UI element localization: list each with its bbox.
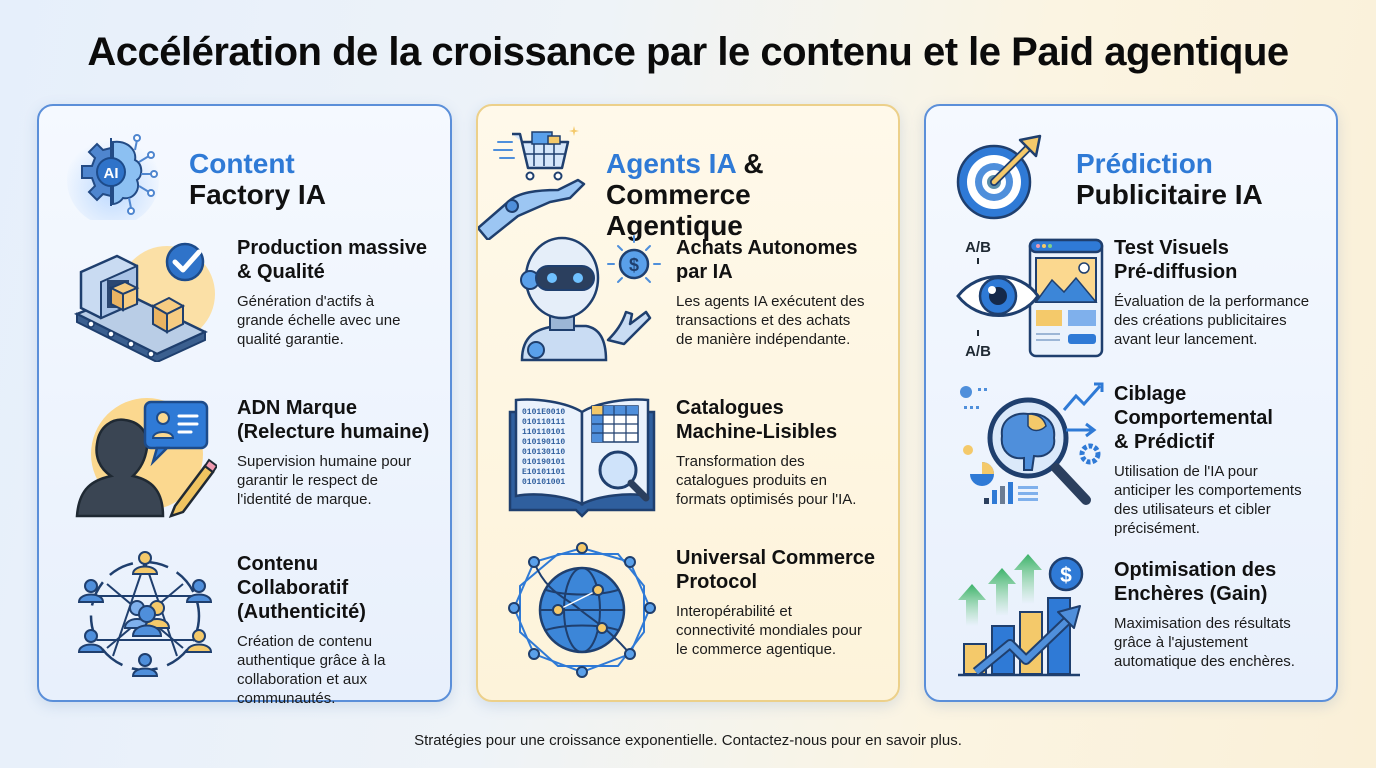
community-network-icon (67, 548, 217, 678)
column-title-dark: Commerce Agentique (606, 179, 751, 241)
column-title: Content Factory IA (189, 148, 326, 210)
column-title-accent: Agents IA (606, 148, 736, 179)
feature-title: Production massive & Qualité (237, 237, 428, 283)
column-title-ampersand: & (735, 148, 764, 179)
svg-text:010130110: 010130110 (522, 448, 565, 457)
feature-title: Catalogues Machine-Lisibles (676, 397, 838, 443)
svg-text:$: $ (1060, 564, 1072, 587)
feature-title: Optimisation des Enchères (Gain) (1114, 559, 1277, 605)
svg-text:010110111: 010110111 (522, 418, 565, 427)
globe-network-icon (506, 542, 656, 678)
feature-brand-dna: ADN Marque (Relecture humaine) Supervisi… (57, 392, 440, 542)
svg-text:010101001: 010101001 (522, 478, 565, 487)
conveyor-belt-boxes-icon (67, 232, 217, 362)
feature-description: Utilisation de l'IA pour anticiper les c… (1114, 463, 1302, 537)
growth-bars-dollar-icon: $ (954, 554, 1104, 684)
feature-bid-optimization: $ Optimisation des Enchères (Gain) Maxim… (944, 554, 1326, 704)
svg-text:010190110: 010190110 (522, 438, 565, 447)
feature-text: Test Visuels Pré-diffusion Évaluation de… (1114, 236, 1320, 349)
robot-dollar-icon: $ (506, 232, 661, 362)
card-agentic-commerce: Agents IA & Commerce Agentique $ (476, 104, 900, 702)
feature-description: Interopérabilité et connectivité mondial… (676, 603, 862, 658)
feature-description: Les agents IA exécutent des transactions… (676, 293, 865, 348)
card-content-factory: AI Content Factory IA (37, 104, 452, 707)
feature-title: Achats Autonomes par IA (676, 237, 858, 283)
svg-text:A/B: A/B (965, 239, 991, 256)
feature-text: Contenu Collaboratif (Authenticité) Créa… (237, 552, 434, 708)
page-title: Accélération de la croissance par le con… (87, 30, 1289, 74)
feature-description: Évaluation de la performance des créatio… (1114, 293, 1310, 348)
card-header: Prédiction Publicitaire IA (944, 120, 1326, 220)
feature-description: Transformation des catalogues produits e… (676, 453, 857, 508)
feature-visual-tests: A/B A/B Test Visuels Pré-diffusion (944, 232, 1326, 382)
eye-ab-test-icon: A/B A/B (954, 232, 1104, 362)
feature-text: Optimisation des Enchères (Gain) Maximis… (1114, 558, 1320, 671)
feature-production: Production massive & Qualité Génération … (57, 232, 440, 382)
feature-text: ADN Marque (Relecture humaine) Supervisi… (237, 396, 434, 509)
robot-hand-cart-icon (478, 120, 598, 240)
person-reviewer-icon (67, 392, 217, 522)
svg-text:0101E0010: 0101E0010 (522, 408, 565, 417)
feature-description: Maximisation des résultats grâce à l'aju… (1114, 615, 1295, 670)
feature-text: Production massive & Qualité Génération … (237, 236, 434, 349)
ai-gear-brain-icon: AI (67, 128, 159, 220)
target-arrow-icon (954, 128, 1046, 220)
svg-text:E10101101: E10101101 (522, 468, 565, 477)
card-header: Agents IA & Commerce Agentique (478, 120, 888, 241)
feature-text: Ciblage Comportemental & Prédictif Utili… (1114, 382, 1320, 538)
feature-title: Universal Commerce Protocol (676, 547, 875, 593)
column-title-accent: Prédiction (1076, 148, 1213, 179)
svg-text:010190101: 010190101 (522, 458, 565, 467)
feature-text: Achats Autonomes par IA Les agents IA ex… (676, 236, 882, 349)
feature-text: Catalogues Machine-Lisibles Transformati… (676, 396, 882, 509)
brain-magnifier-icon (954, 378, 1104, 508)
column-title: Prédiction Publicitaire IA (1076, 148, 1263, 210)
feature-behavioral-targeting: Ciblage Comportemental & Prédictif Utili… (944, 378, 1326, 537)
feature-description: Génération d'actifs à grande échelle ave… (237, 293, 401, 348)
svg-text:110110101: 110110101 (522, 428, 565, 437)
footer-tagline: Stratégies pour une croissance exponenti… (414, 732, 962, 749)
feature-autonomous-purchases: $ Achats Autonomes par IA Les agents IA … (496, 232, 888, 382)
feature-universal-commerce-protocol: Universal Commerce Protocol Interopérabi… (496, 542, 888, 692)
card-header: AI Content Factory IA (57, 120, 440, 220)
column-title-dark: Publicitaire IA (1076, 179, 1263, 210)
svg-text:$: $ (629, 255, 639, 275)
column-title-accent: Content (189, 148, 295, 179)
feature-title: Ciblage Comportemental & Prédictif (1114, 383, 1273, 453)
feature-title: Contenu Collaboratif (Authenticité) (237, 553, 366, 623)
feature-title: ADN Marque (Relecture humaine) (237, 397, 430, 443)
feature-description: Supervision humaine pour garantir le res… (237, 453, 412, 508)
feature-text: Universal Commerce Protocol Interopérabi… (676, 546, 882, 659)
feature-collaborative: Contenu Collaboratif (Authenticité) Créa… (57, 548, 440, 707)
card-ad-prediction: Prédiction Publicitaire IA A/B A/B (924, 104, 1338, 702)
svg-text:A/B: A/B (965, 343, 991, 360)
feature-title: Test Visuels Pré-diffusion (1114, 237, 1238, 283)
feature-description: Création de contenu authentique grâce à … (237, 633, 386, 707)
column-title: Agents IA & Commerce Agentique (606, 148, 888, 241)
svg-text:AI: AI (104, 165, 119, 182)
column-title-dark: Factory IA (189, 179, 326, 210)
